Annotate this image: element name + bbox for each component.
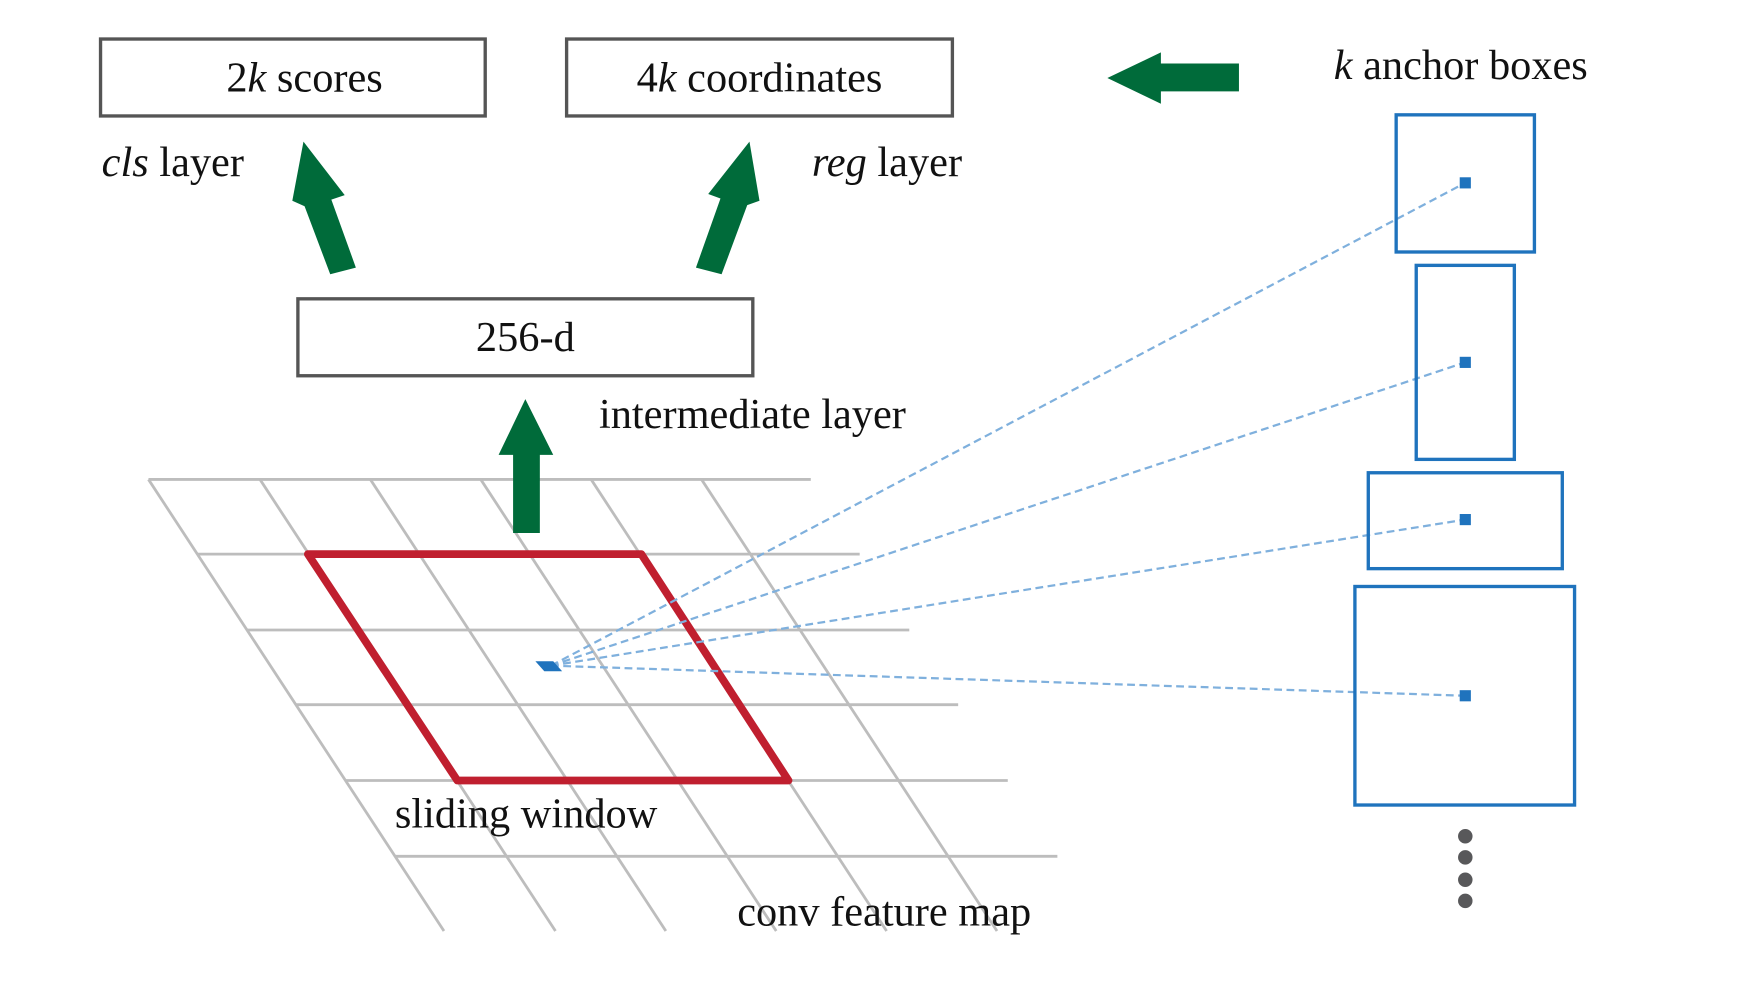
anchor-center <box>1459 690 1471 702</box>
scores-box <box>98 37 487 118</box>
reg-layer-label: reg layer <box>812 139 962 186</box>
projection-line <box>550 518 1466 667</box>
arrow-to-cls-icon <box>292 141 356 275</box>
intermediate-layer-label: intermediate layer <box>599 391 906 438</box>
arrow-to-reg-icon <box>695 141 760 275</box>
coordinates-label: 4k coordinates <box>637 54 883 101</box>
anchor-box <box>1414 263 1517 462</box>
ellipsis-dots-icon <box>1458 828 1473 909</box>
anchor-center <box>1459 356 1471 368</box>
intermediate-box <box>296 297 755 378</box>
coordinates-box <box>564 37 955 118</box>
anchor-box <box>1366 471 1564 571</box>
intermediate-box-label: 256-d <box>476 314 575 361</box>
grid-column-line <box>147 478 446 932</box>
grid-column-line <box>700 478 999 932</box>
window-center-point <box>535 661 563 672</box>
anchor-boxes <box>1353 113 1577 807</box>
anchor-projection-lines <box>550 181 1466 697</box>
sliding-window <box>304 550 793 785</box>
anchor-box <box>1394 113 1537 254</box>
conv-feature-map-grid <box>147 478 1058 932</box>
anchor-boxes-label: k anchor boxes <box>1334 42 1588 89</box>
anchor-center <box>1459 514 1471 526</box>
anchor-box <box>1353 584 1577 807</box>
anchor-center <box>1459 177 1471 189</box>
cls-layer-label: cls layer <box>102 139 244 186</box>
projection-line <box>550 181 1466 667</box>
arrow-up-icon <box>498 399 554 533</box>
scores-label: 2k scores <box>226 54 382 101</box>
arrow-left-icon <box>1107 52 1239 104</box>
feature-map-label: conv feature map <box>737 888 1031 935</box>
projection-line <box>550 361 1466 667</box>
sliding-window-label: sliding window <box>395 790 658 837</box>
projection-line <box>550 664 1466 697</box>
